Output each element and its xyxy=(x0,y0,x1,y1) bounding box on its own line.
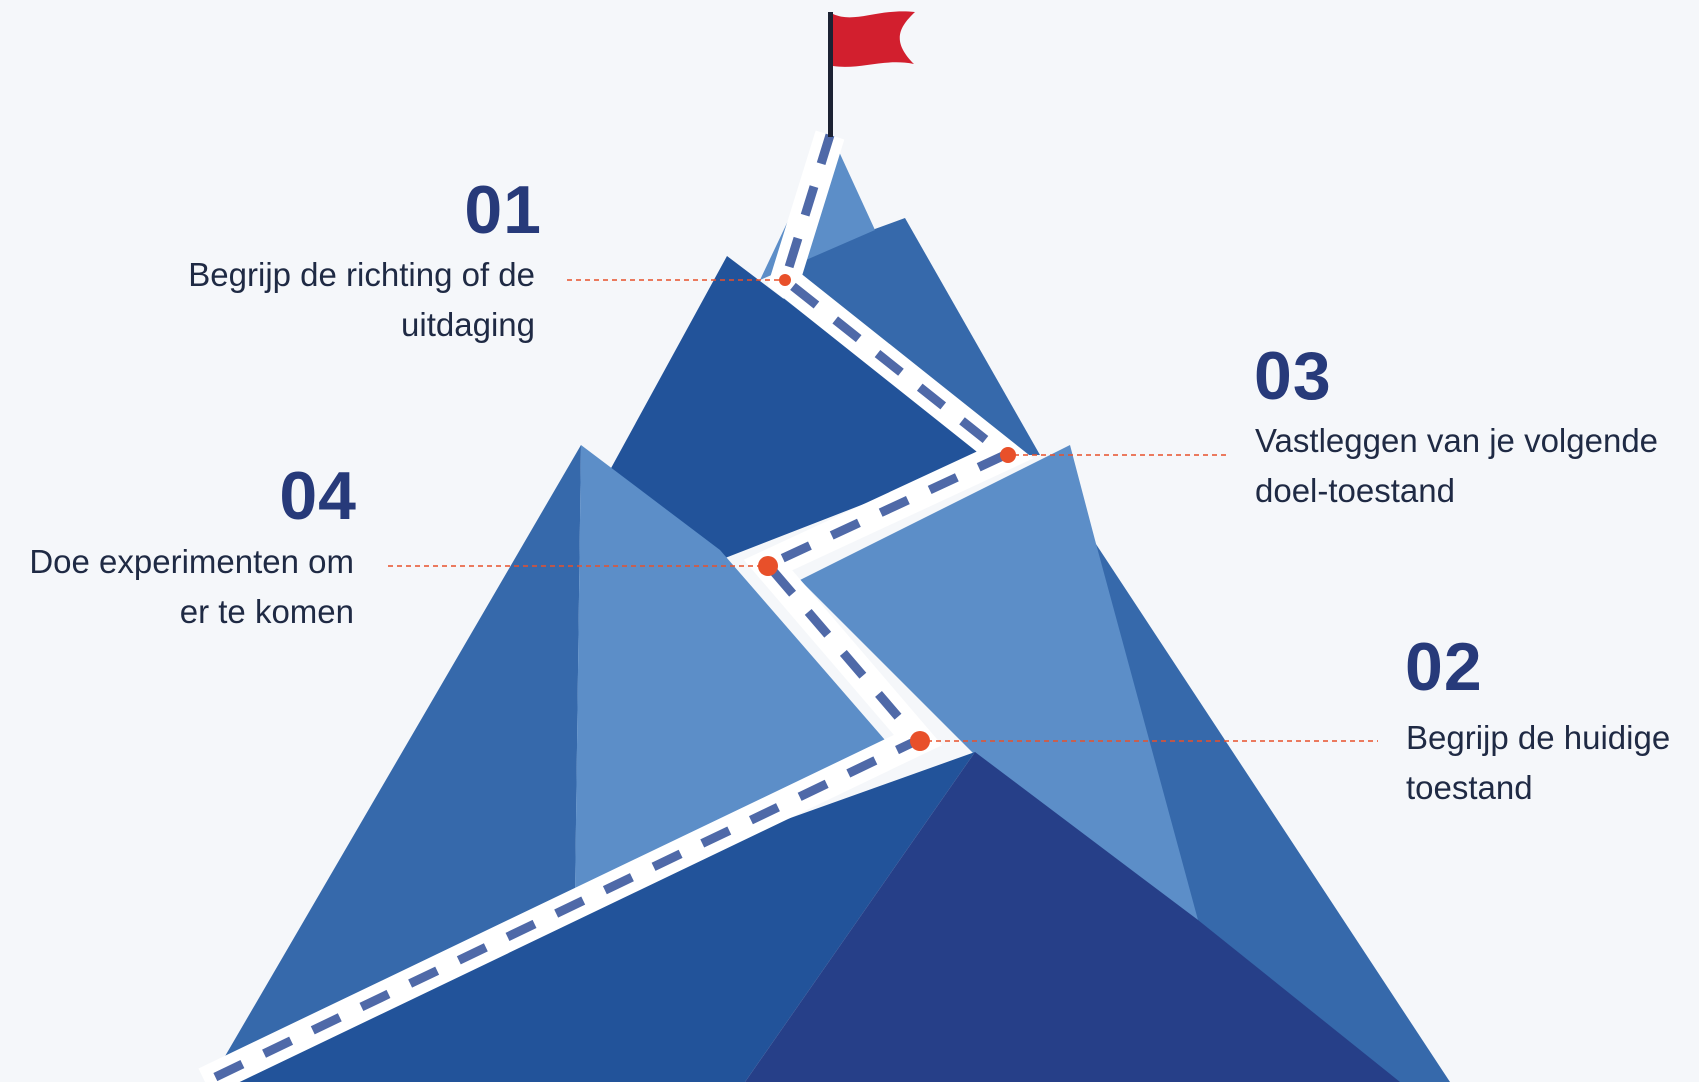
flag-pole xyxy=(828,12,833,137)
climbing-path-dashes xyxy=(203,133,1014,1082)
mountain-facet-left-light xyxy=(575,445,885,895)
mountain-facet-bottom-right xyxy=(745,752,1400,1082)
marker-dot-01 xyxy=(779,274,791,286)
step-04-text: Doe experimenten om er te komen xyxy=(29,543,354,630)
step-03-text: Vastleggen van je volgende doel-toestand xyxy=(1255,422,1659,509)
step-01-text: Begrijp de richting of de uitdaging xyxy=(188,256,535,343)
mountain-facet-central xyxy=(610,256,990,560)
marker-dot-03 xyxy=(1000,447,1016,463)
flag-icon xyxy=(833,11,915,67)
step-03-number: 03 xyxy=(1254,338,1332,414)
mountain-facet-right-light xyxy=(800,445,1198,920)
marker-dot-02 xyxy=(910,731,930,751)
marker-dot-04 xyxy=(758,556,778,576)
step-04-number: 04 xyxy=(279,458,357,534)
step-01-number: 01 xyxy=(464,172,542,248)
step-02-number: 02 xyxy=(1405,629,1483,705)
mountain-facet-left-slope xyxy=(210,445,581,1082)
step-02-text: Begrijp de huidige toestand xyxy=(1406,719,1671,806)
